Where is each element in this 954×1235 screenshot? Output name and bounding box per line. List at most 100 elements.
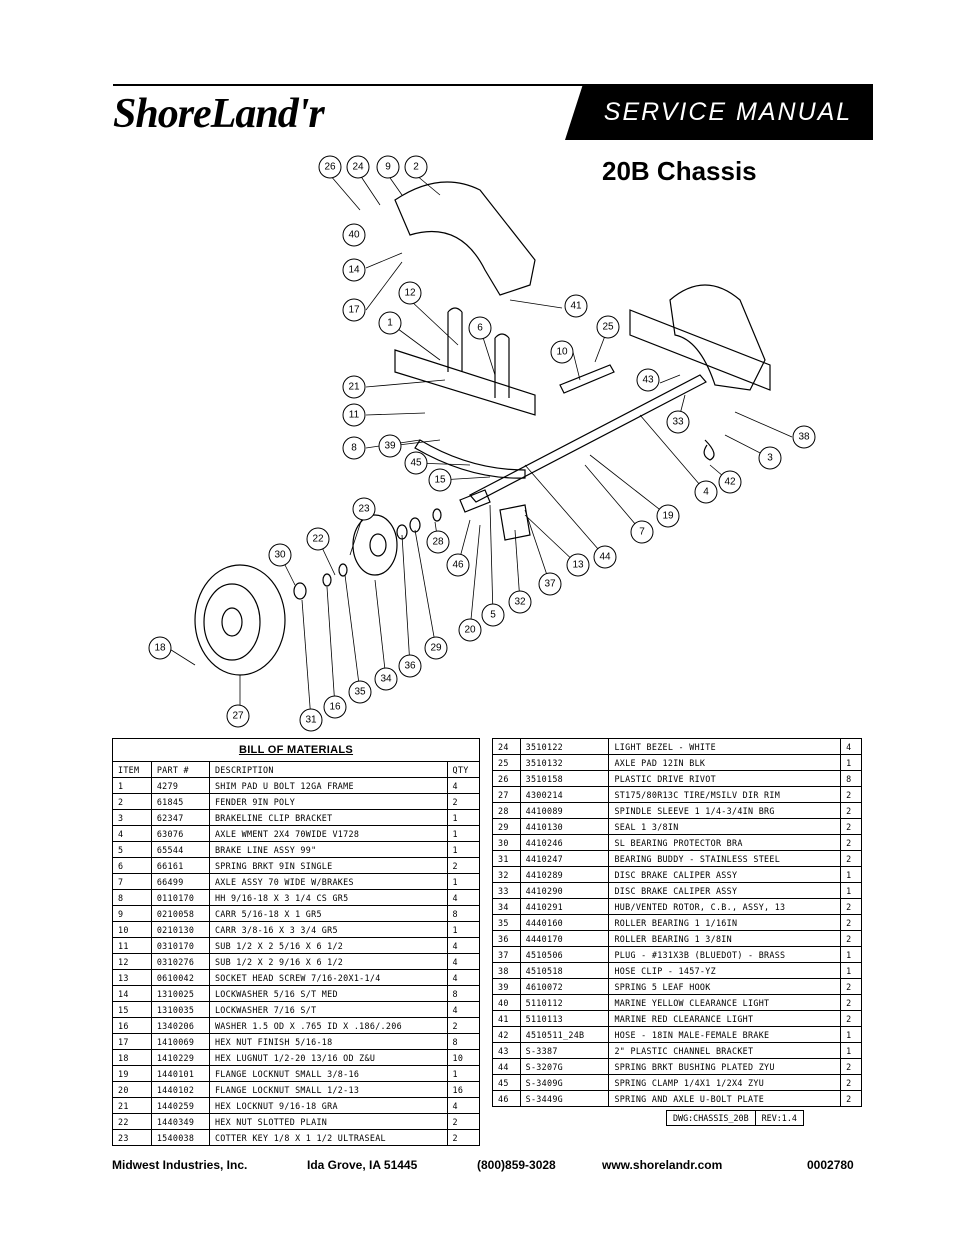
bom-cell-description: SPRING BRKT BUSHING PLATED ZYU xyxy=(608,1058,842,1075)
bom-cell-qty: 2 xyxy=(446,857,481,874)
bom-cell-part: S-3449G xyxy=(519,1090,610,1107)
callout-label: 20 xyxy=(464,625,476,636)
callout-24: 24 xyxy=(346,155,370,179)
bom-cell-part: 65544 xyxy=(150,841,210,858)
callout-label: 23 xyxy=(358,504,370,515)
bom-cell-qty: 1 xyxy=(840,962,862,979)
callout-25: 25 xyxy=(596,315,620,339)
callout-circle xyxy=(148,636,172,660)
callout-21: 21 xyxy=(342,375,366,399)
bom-cell-qty: 1 xyxy=(446,809,481,826)
bom-cell-part: 1440102 xyxy=(150,1081,210,1098)
bom-cell-description: COTTER KEY 1/8 X 1 1/2 ULTRASEAL xyxy=(208,1129,448,1146)
callout-34: 34 xyxy=(374,667,398,691)
callout-circle xyxy=(694,480,718,504)
bom-cell-part: 1440101 xyxy=(150,1065,210,1082)
callout-37: 37 xyxy=(538,572,562,596)
bom-cell-part: 4410089 xyxy=(519,802,610,819)
bom-cell-part: 1440349 xyxy=(150,1113,210,1130)
bom-cell-description: HEX LOCKNUT 9/16-18 GRA xyxy=(208,1097,448,1114)
callout-12: 12 xyxy=(398,281,422,305)
header: ShoreLand'r SERVICE MANUAL xyxy=(113,84,873,140)
bom-cell-description: HEX NUT FINISH 5/16-18 xyxy=(208,1033,448,1050)
callout-label: 43 xyxy=(642,375,654,386)
callout-45: 45 xyxy=(404,451,428,475)
drawing-number: DWG:CHASSIS_20B xyxy=(666,1110,756,1126)
bom-cell-qty: 4 xyxy=(446,953,481,970)
callout-44: 44 xyxy=(593,545,617,569)
bom-cell-part: 3510122 xyxy=(519,738,610,755)
bom-cell-part: 1410229 xyxy=(150,1049,210,1066)
bom-cell-part: 0610042 xyxy=(150,969,210,986)
callout-circle xyxy=(348,680,372,704)
bom-cell-description: 2" PLASTIC CHANNEL BRACKET xyxy=(608,1042,842,1059)
bom-cell-item: 32 xyxy=(492,866,521,883)
callout-10: 10 xyxy=(550,340,574,364)
bom-cell-item: 7 xyxy=(112,873,152,890)
bom-cell-description: ROLLER BEARING 1 3/8IN xyxy=(608,930,842,947)
bom-cell-qty: 16 xyxy=(446,1081,481,1098)
bom-cell-description: CARR 5/16-18 X 1 GR5 xyxy=(208,905,448,922)
callout-label: 3 xyxy=(767,453,773,464)
seal xyxy=(409,517,421,533)
bom-cell-qty: 4 xyxy=(446,969,481,986)
bom-cell-part: 4410130 xyxy=(519,818,610,835)
callout-label: 22 xyxy=(312,534,324,545)
callout-39: 39 xyxy=(378,434,402,458)
banner-text: SERVICE MANUAL xyxy=(603,98,853,126)
caliper xyxy=(499,504,531,541)
callout-circle xyxy=(342,403,366,427)
bom-cell-item: 45 xyxy=(492,1074,521,1091)
callout-3: 3 xyxy=(758,446,782,470)
bom-cell-description: WASHER 1.5 OD X .765 ID X .186/.206 xyxy=(208,1017,448,1034)
bom-cell-description: BRAKE LINE ASSY 99" xyxy=(208,841,448,858)
callout-circle xyxy=(342,258,366,282)
bom-cell-qty: 4 xyxy=(446,777,481,794)
callout-8: 8 xyxy=(342,436,366,460)
bom-cell-qty: 1 xyxy=(446,873,481,890)
bom-cell-description: HH 9/16-18 X 3 1/4 CS GR5 xyxy=(208,889,448,906)
callout-circle xyxy=(446,553,470,577)
bom-cell-qty: 4 xyxy=(446,1097,481,1114)
callout-circle xyxy=(564,294,588,318)
bom-cell-item: 35 xyxy=(492,914,521,931)
callout-label: 5 xyxy=(490,610,496,621)
callout-43: 43 xyxy=(636,368,660,392)
bom-cell-qty: 4 xyxy=(446,937,481,954)
bom-cell-item: 21 xyxy=(112,1097,152,1114)
callout-label: 15 xyxy=(434,475,446,486)
bom-cell-part: 3510158 xyxy=(519,770,610,787)
callout-label: 21 xyxy=(348,382,360,393)
callout-4: 4 xyxy=(694,480,718,504)
bom-cell-qty: 1 xyxy=(840,754,862,771)
callout-28: 28 xyxy=(426,530,450,554)
bom-cell-part: 4300214 xyxy=(519,786,610,803)
bom-cell-item: 19 xyxy=(112,1065,152,1082)
bom-cell-item: 20 xyxy=(112,1081,152,1098)
bill-of-materials-left: BILL OF MATERIALS ITEM PART # DESCRIPTIO… xyxy=(112,738,481,1146)
bom-cell-qty: 2 xyxy=(840,1010,862,1027)
callout-label: 32 xyxy=(514,597,526,608)
leaf-spring xyxy=(414,439,526,479)
callout-label: 40 xyxy=(348,230,360,241)
bom-cell-description: BRAKELINE CLIP BRACKET xyxy=(208,809,448,826)
col-item: ITEM xyxy=(112,761,152,778)
bom-cell-item: 8 xyxy=(112,889,152,906)
bom-cell-qty: 8 xyxy=(446,985,481,1002)
callout-14: 14 xyxy=(342,258,366,282)
bom-cell-item: 41 xyxy=(492,1010,521,1027)
bom-cell-qty: 2 xyxy=(446,1017,481,1034)
callout-circle xyxy=(378,434,402,458)
